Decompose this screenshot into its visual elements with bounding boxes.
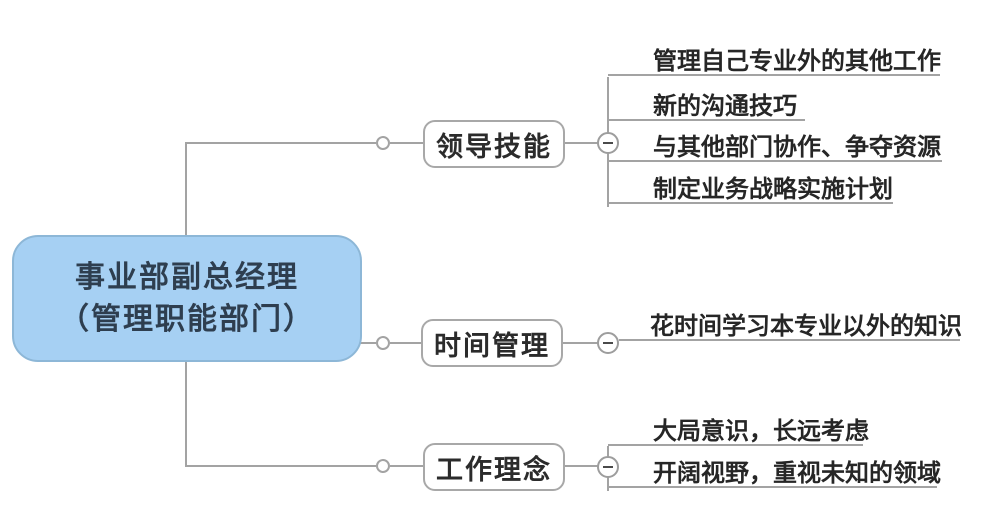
root-node[interactable]: 事业部副总经理 （管理职能部门） (12, 235, 362, 362)
branch-node-work-philosophy[interactable]: 工作理念 (423, 443, 565, 491)
collapse-button[interactable] (597, 456, 619, 478)
leaf-item[interactable]: 制定业务战略实施计划 (608, 176, 893, 204)
root-node-label-line1: 事业部副总经理 (75, 260, 299, 294)
connector-line (390, 465, 423, 467)
connector-dot (376, 136, 390, 150)
branch-node-label: 工作理念 (436, 454, 552, 485)
branch-node-label: 时间管理 (434, 330, 550, 361)
leaf-item[interactable]: 与其他部门协作、争夺资源 (608, 134, 942, 162)
leaf-item[interactable]: 管理自己专业外的其他工作 (608, 48, 941, 76)
connector-line (360, 342, 376, 344)
connector-dot (376, 459, 390, 473)
connector-line (185, 465, 376, 467)
connector-line (563, 342, 598, 344)
connector-line (565, 142, 598, 144)
connector-line (185, 142, 376, 144)
connector-line (185, 360, 187, 466)
connector-line (390, 342, 421, 344)
branch-node-time-management[interactable]: 时间管理 (421, 319, 563, 367)
collapse-button[interactable] (597, 132, 619, 154)
branch-node-label: 领导技能 (436, 131, 552, 162)
leaf-item[interactable]: 新的沟通技巧 (608, 93, 805, 121)
leaf-item[interactable]: 大局意识，长远考虑 (608, 418, 869, 446)
minus-icon (603, 466, 613, 468)
root-node-label-line2: （管理职能部门） (59, 302, 315, 336)
minus-icon (603, 142, 613, 144)
connector-line (565, 465, 598, 467)
leaf-item[interactable]: 开阔视野，重视未知的领域 (608, 460, 941, 488)
connector-line (390, 142, 423, 144)
minus-icon (603, 342, 613, 344)
connector-line (185, 143, 187, 235)
branch-node-leadership-skills[interactable]: 领导技能 (423, 120, 565, 168)
connector-dot (376, 336, 390, 350)
leaf-item[interactable]: 花时间学习本专业以外的知识 (619, 313, 962, 341)
collapse-button[interactable] (597, 332, 619, 354)
